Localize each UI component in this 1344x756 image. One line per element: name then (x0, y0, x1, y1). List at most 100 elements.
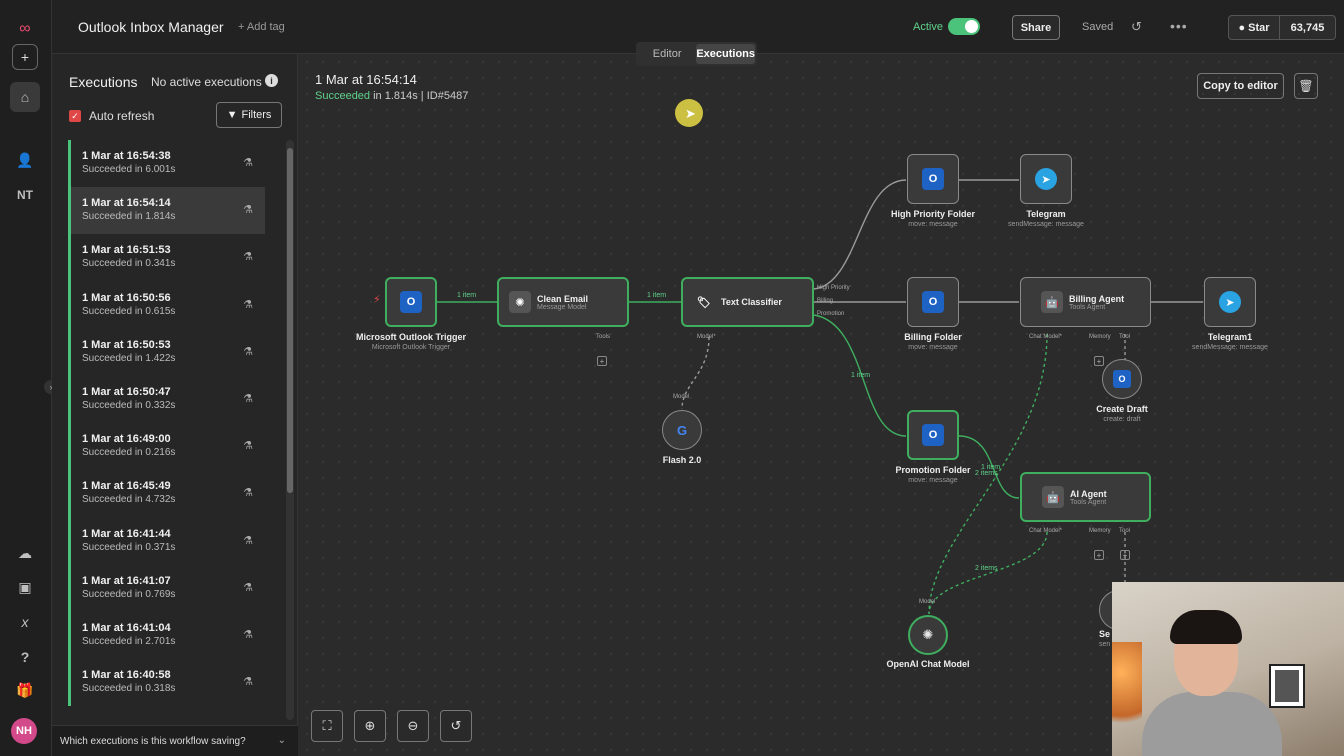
node-promotion-folder[interactable]: O (907, 410, 959, 460)
exec-status: Succeeded in 6.001s (82, 164, 176, 175)
fit-view-icon[interactable]: ⛶ (311, 710, 343, 742)
flask-icon[interactable]: ⚗ (243, 628, 253, 641)
node-telegram1[interactable]: ➤ (1204, 277, 1256, 327)
node-billing-folder[interactable]: O (907, 277, 959, 327)
star-label: Star (1248, 21, 1270, 34)
tab-executions[interactable]: Executions (696, 44, 755, 64)
user-icon[interactable]: 👤 (16, 151, 34, 168)
node-name: Clean Email (537, 293, 589, 304)
github-star-button[interactable]: ●Star 63,745 (1228, 15, 1336, 40)
node-sublabel: create: draft (1103, 416, 1141, 423)
active-toggle[interactable] (948, 18, 980, 35)
picture-frame (1269, 664, 1305, 708)
exec-date: 1 Mar at 16:50:53 (82, 338, 171, 351)
node-label: Se (1099, 629, 1111, 639)
scrollbar-thumb[interactable] (287, 148, 293, 493)
github-icon: ● (1238, 21, 1246, 34)
add-memory-icon[interactable]: + (1094, 550, 1104, 560)
zoom-in-icon[interactable]: ⊕ (354, 710, 386, 742)
flask-icon[interactable]: ⚗ (243, 581, 253, 594)
n8n-logo-icon[interactable]: ∞ (19, 20, 31, 37)
add-tag-link[interactable]: + Add tag (238, 21, 285, 33)
add-tool-icon[interactable]: + (1120, 550, 1130, 560)
openai-icon: ✺ (922, 627, 934, 642)
view-tabs: Editor Executions (636, 42, 757, 66)
flask-icon[interactable]: ⚗ (243, 676, 253, 689)
saving-question[interactable]: Which executions is this workflow saving… (52, 725, 298, 756)
filters-button[interactable]: ▼ Filters (216, 102, 282, 128)
cloud-icon[interactable]: ☁ (18, 544, 32, 561)
node-name: Billing Agent (1069, 293, 1125, 304)
exec-status: Succeeded in 1.422s (82, 352, 176, 364)
node-label: Telegram1 (1207, 332, 1253, 342)
variables-icon[interactable]: x (21, 614, 29, 630)
execution-list-scrollbar[interactable] (286, 140, 294, 720)
add-memory-icon[interactable]: + (1094, 356, 1104, 366)
auto-refresh-checkbox[interactable]: ✓ (69, 110, 81, 122)
tab-editor[interactable]: Editor (652, 48, 682, 60)
flask-icon[interactable]: ⚗ (243, 251, 253, 264)
auto-refresh[interactable]: ✓ Auto refresh (69, 109, 154, 123)
robot-icon: 🤖 (1041, 291, 1063, 313)
exec-date: 1 Mar at 16:41:04 (82, 621, 171, 634)
flask-icon[interactable]: ⚗ (243, 440, 253, 453)
exec-date: 1 Mar at 16:54:38 (82, 150, 171, 162)
flask-icon[interactable]: ⚗ (243, 204, 253, 217)
more-options-icon[interactable]: ••• (1170, 18, 1188, 34)
node-clean-email[interactable]: ✺ Clean Email Message Model (497, 277, 629, 327)
flask-icon[interactable]: ⚗ (243, 157, 253, 169)
node-telegram[interactable]: ➤ (1020, 154, 1072, 204)
flask-icon[interactable]: ⚗ (243, 392, 253, 405)
chat-model-label: Chat Model* (1029, 334, 1063, 340)
project-nt[interactable]: NT (17, 188, 33, 202)
info-icon[interactable]: i (265, 74, 278, 87)
add-tool-icon[interactable]: + (597, 356, 607, 366)
node-billing-agent[interactable]: 🤖 Billing Agent Tools Agent (1020, 277, 1151, 327)
node-text-classifier[interactable]: 🏷 Text Classifier (681, 277, 814, 327)
node-create-draft[interactable]: O (1102, 359, 1142, 399)
exec-date: 1 Mar at 16:51:53 (82, 244, 171, 257)
node-flash[interactable]: G (662, 410, 702, 450)
filters-label: Filters (241, 109, 272, 121)
trash-icon[interactable]: 🗑 (1294, 73, 1318, 99)
reset-zoom-icon[interactable]: ↺ (440, 710, 472, 742)
help-icon[interactable]: ? (20, 649, 30, 665)
node-high-priority-folder[interactable]: O (907, 154, 959, 204)
node-outlook-trigger[interactable]: O (385, 277, 437, 327)
home-icon[interactable]: ⌂ (10, 82, 40, 112)
node-sub: Tools Agent (1069, 303, 1106, 311)
panel-title: Executions (69, 74, 138, 90)
flask-icon[interactable]: ⚗ (243, 534, 253, 547)
add-workflow-icon[interactable]: + (12, 44, 38, 70)
avatar[interactable]: NH (11, 718, 37, 744)
exec-status: Succeeded in 0.769s (82, 588, 176, 600)
templates-icon[interactable]: ▣ (18, 578, 32, 595)
copy-to-editor-button[interactable]: Copy to editor (1197, 73, 1284, 99)
workflow-canvas[interactable]: 1 Mar at 16:54:14 Succeeded in 1.814s | … (299, 54, 1344, 756)
flask-icon[interactable]: ⚗ (243, 298, 253, 311)
exec-date: 1 Mar at 16:45:49 (82, 480, 171, 493)
history-icon[interactable]: ↺ (1131, 19, 1142, 34)
node-ai-agent[interactable]: 🤖 AI Agent Tools Agent (1020, 472, 1151, 522)
flask-icon[interactable]: ⚗ (243, 345, 253, 358)
node-openai-chat-model[interactable]: ✺ (908, 615, 948, 655)
share-button[interactable]: Share (1012, 15, 1060, 40)
flask-icon[interactable]: ⚗ (243, 487, 253, 500)
gift-icon[interactable]: 🎁 (16, 681, 34, 698)
mouse-cursor-icon: ➤ (685, 106, 696, 121)
zoom-out-icon[interactable]: ⊖ (397, 710, 429, 742)
workflow-title[interactable]: Outlook Inbox Manager (78, 19, 224, 35)
